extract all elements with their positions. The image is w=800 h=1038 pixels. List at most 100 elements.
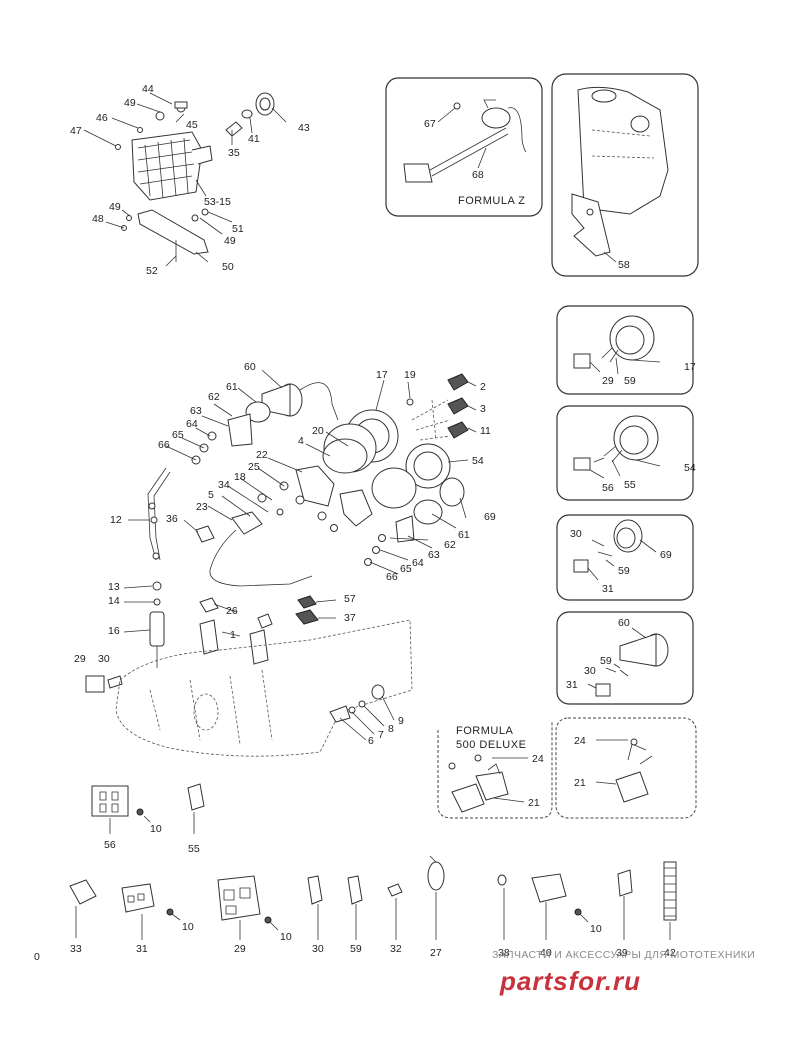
callout: 45 bbox=[186, 119, 198, 131]
callout: 22 bbox=[256, 449, 268, 461]
regulator-panel bbox=[555, 717, 697, 819]
callout: 59 bbox=[600, 655, 612, 667]
formula-500-label-line1: FORMULA bbox=[456, 725, 513, 737]
callout: 62 bbox=[208, 391, 220, 403]
callout: 8 bbox=[388, 723, 394, 735]
callout: 65 bbox=[400, 563, 412, 575]
callout: 31 bbox=[566, 679, 578, 691]
callout: 29 bbox=[602, 375, 614, 387]
callout: 1 bbox=[230, 629, 236, 641]
callout: 12 bbox=[110, 514, 122, 526]
callout: 57 bbox=[344, 593, 356, 605]
callout: 53-15 bbox=[204, 196, 231, 208]
callout: 39 bbox=[616, 947, 628, 959]
gauge-panel-69 bbox=[556, 514, 694, 601]
callout: 29 bbox=[74, 653, 86, 665]
callout: 66 bbox=[386, 571, 398, 583]
callout: 46 bbox=[96, 112, 108, 124]
callout: 13 bbox=[108, 581, 120, 593]
callout: 9 bbox=[398, 715, 404, 727]
callout: 10 bbox=[150, 823, 162, 835]
callout: 24 bbox=[574, 735, 586, 747]
oil-tank-panel bbox=[551, 73, 699, 277]
callout: 49 bbox=[224, 235, 236, 247]
watermark-tagline: ЗАПЧАСТИ И АКСЕССУАРЫ ДЛЯ МОТОТЕХНИКИ bbox=[492, 949, 755, 961]
callout: 30 bbox=[584, 665, 596, 677]
callout: 10 bbox=[590, 923, 602, 935]
callout: 10 bbox=[182, 921, 194, 933]
callout: 44 bbox=[142, 83, 154, 95]
watermark: ЗАПЧАСТИ И АКСЕССУАРЫ ДЛЯ МОТОТЕХНИКИ pa… bbox=[492, 949, 755, 996]
callout: 7 bbox=[378, 729, 384, 741]
callout: 56 bbox=[104, 839, 116, 851]
callout: 19 bbox=[404, 369, 416, 381]
callout: 4 bbox=[298, 435, 304, 447]
callout: 5 bbox=[208, 489, 214, 501]
callout: 60 bbox=[618, 617, 630, 629]
callout: 21 bbox=[574, 777, 586, 789]
connector-56-55 bbox=[91, 783, 205, 834]
callout: 60 bbox=[244, 361, 256, 373]
callout: 29 bbox=[234, 943, 246, 955]
callout: 38 bbox=[498, 947, 510, 959]
gauge-panel-17 bbox=[556, 305, 694, 395]
callout: 54 bbox=[684, 462, 696, 474]
callout: 21 bbox=[528, 797, 540, 809]
bottom-row-parts bbox=[69, 855, 677, 940]
callout: 14 bbox=[108, 595, 120, 607]
callout: 31 bbox=[136, 943, 148, 955]
callout: 56 bbox=[602, 482, 614, 494]
callout: 37 bbox=[344, 612, 356, 624]
gauge-panel-60 bbox=[556, 611, 694, 705]
callout: 50 bbox=[222, 261, 234, 273]
callout: 25 bbox=[248, 461, 260, 473]
callout: 23 bbox=[196, 501, 208, 513]
callout: 49 bbox=[124, 97, 136, 109]
callout: 0 bbox=[34, 951, 40, 963]
callout: 68 bbox=[472, 169, 484, 181]
callout-labels: 44 49 45 46 47 53-15 35 41 43 48 49 49 5… bbox=[34, 83, 696, 963]
callout: 10 bbox=[280, 931, 292, 943]
callout: 6 bbox=[368, 735, 374, 747]
formula-z-panel bbox=[385, 77, 543, 217]
headlight-assembly bbox=[83, 92, 287, 267]
watermark-logo: partsfor.ru bbox=[499, 966, 641, 996]
callout: 30 bbox=[570, 528, 582, 540]
callout: 40 bbox=[540, 947, 552, 959]
callout: 55 bbox=[624, 479, 636, 491]
callout: 69 bbox=[660, 549, 672, 561]
callout: 59 bbox=[618, 565, 630, 577]
callout: 3 bbox=[480, 403, 486, 415]
callout: 27 bbox=[430, 947, 442, 959]
callout: 51 bbox=[232, 223, 244, 235]
callout: 24 bbox=[532, 753, 544, 765]
callout: 54 bbox=[472, 455, 484, 467]
callout: 36 bbox=[166, 513, 178, 525]
callout: 62 bbox=[444, 539, 456, 551]
callout: 61 bbox=[226, 381, 238, 393]
callout: 59 bbox=[624, 375, 636, 387]
callout: 49 bbox=[109, 201, 121, 213]
callout: 47 bbox=[70, 125, 82, 137]
callout: 48 bbox=[92, 213, 104, 225]
gauge-panel-54 bbox=[556, 405, 694, 501]
callout: 30 bbox=[312, 943, 324, 955]
callout: 17 bbox=[376, 369, 388, 381]
callout: 52 bbox=[146, 265, 158, 277]
callout: 55 bbox=[188, 843, 200, 855]
callout: 26 bbox=[226, 605, 238, 617]
callout: 64 bbox=[186, 418, 198, 430]
callout: 35 bbox=[228, 147, 240, 159]
formula-z-label: FORMULA Z bbox=[458, 195, 525, 207]
callout: 63 bbox=[190, 405, 202, 417]
callout: 11 bbox=[480, 425, 491, 437]
callout: 59 bbox=[350, 943, 362, 955]
callout: 65 bbox=[172, 429, 184, 441]
callout: 63 bbox=[428, 549, 440, 561]
instrument-cluster bbox=[85, 369, 477, 757]
callout: 16 bbox=[108, 625, 120, 637]
callout: 32 bbox=[390, 943, 402, 955]
callout: 66 bbox=[158, 439, 170, 451]
callout: 20 bbox=[312, 425, 324, 437]
callout: 43 bbox=[298, 122, 310, 134]
